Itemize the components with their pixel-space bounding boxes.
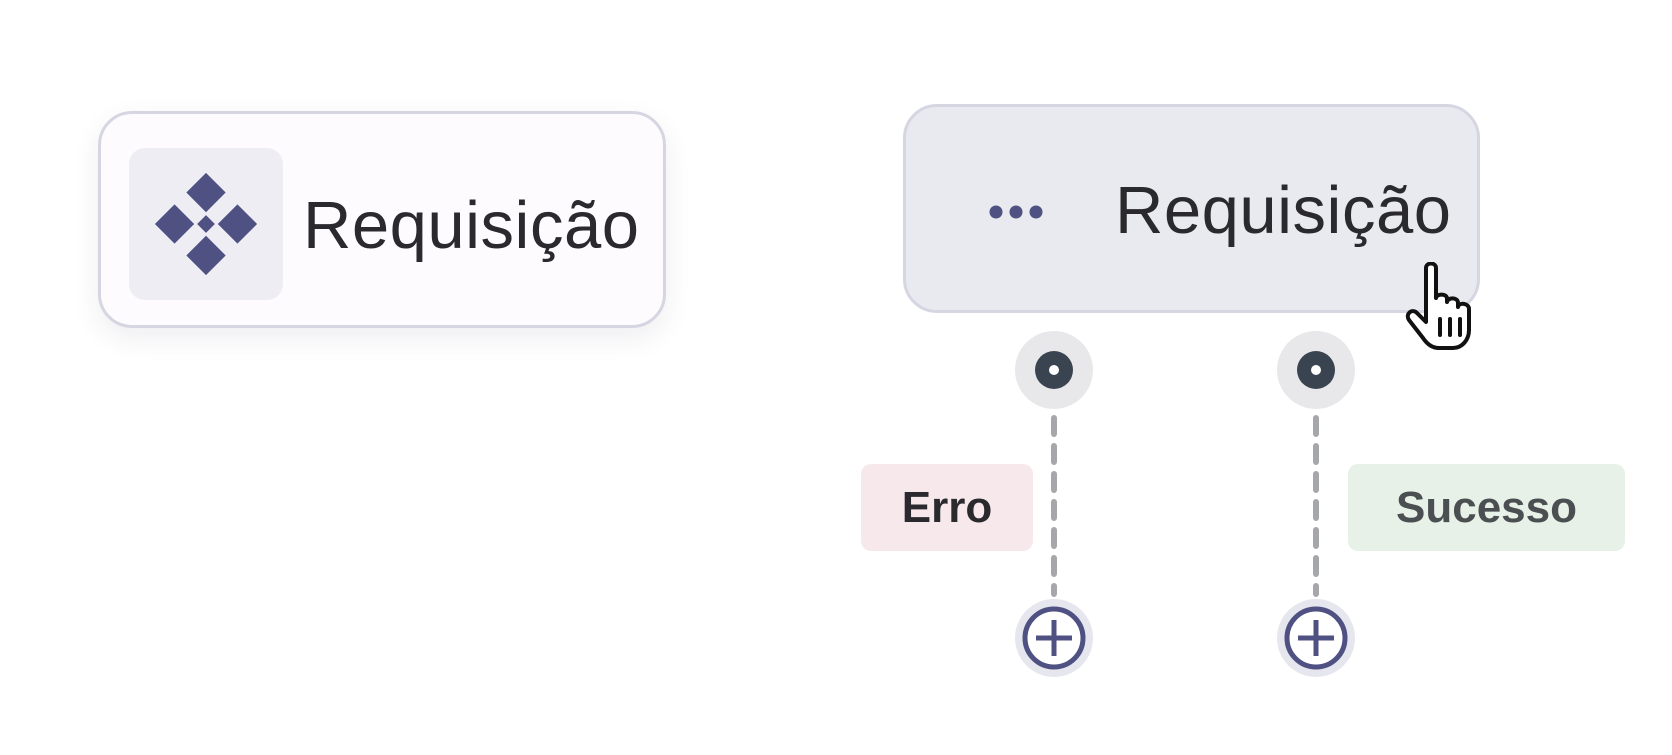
node-label: Requisição xyxy=(1115,173,1452,248)
error-branch xyxy=(1015,331,1093,677)
hand-pointer-cursor-icon xyxy=(1405,262,1471,350)
output-handle-success-center xyxy=(1311,365,1321,375)
branch-label-success: Sucesso xyxy=(1348,464,1625,551)
node-label: Requisição xyxy=(303,188,640,263)
branch-label-error: Erro xyxy=(861,464,1033,551)
request-node-hovered[interactable]: Requisição xyxy=(903,104,1480,313)
request-node-idle[interactable]: Requisição xyxy=(98,111,666,328)
node-icon-tile xyxy=(129,148,283,300)
diamond-grid-icon xyxy=(154,172,258,276)
output-handle-error-center xyxy=(1049,365,1059,375)
more-horizontal-icon[interactable] xyxy=(988,203,1044,221)
success-branch xyxy=(1277,331,1355,677)
